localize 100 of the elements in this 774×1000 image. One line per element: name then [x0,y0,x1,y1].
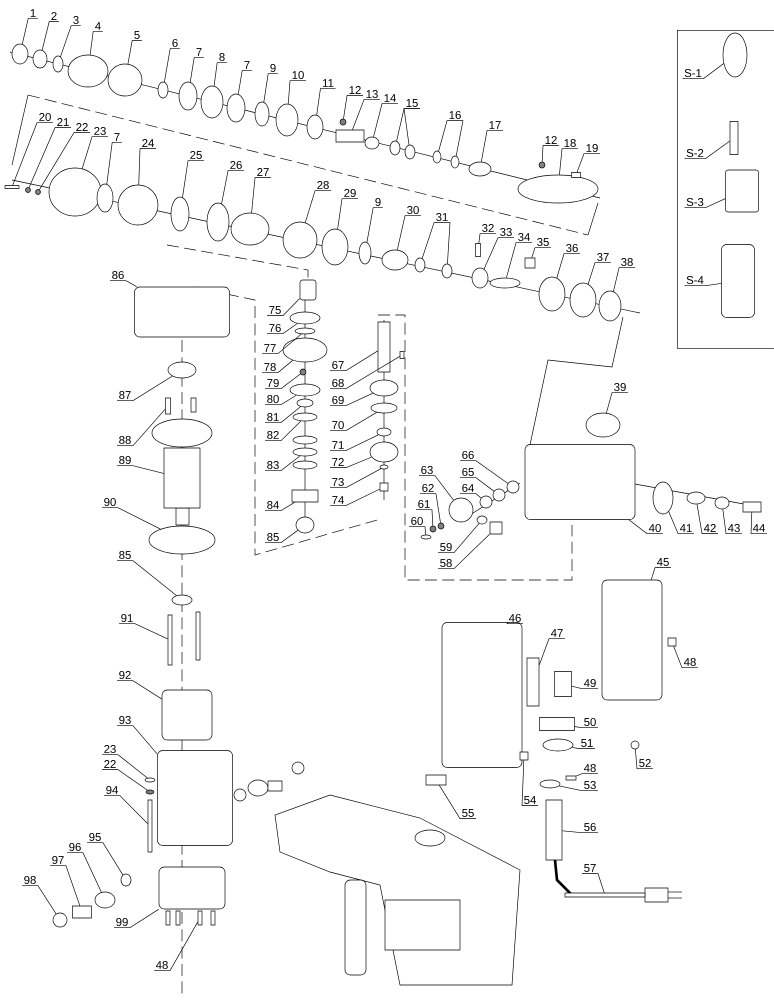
callout-number: 85 [119,551,131,560]
leader-line [330,488,380,506]
round-part [438,522,444,530]
leader-line [251,177,272,214]
part-drawing [158,866,226,910]
leader-line [262,334,302,354]
round-part [538,276,566,312]
leader-line [22,18,38,44]
round-part [300,368,306,376]
callout-number: 31 [436,213,448,222]
leader-line [264,394,297,406]
leader-line [343,95,364,120]
leader-line [366,207,384,243]
round-part [450,156,460,168]
callout-number: 94 [106,786,118,794]
callout-number: 64 [462,484,474,492]
callout-number: 7 [244,61,250,69]
callout-number: 62 [422,484,434,492]
round-part [296,516,314,534]
leader-line [264,420,302,442]
callout-number: 90 [104,498,116,506]
round-part [35,189,41,195]
round-part [296,398,314,408]
callout-number: 97 [52,856,64,864]
leader-line [337,198,358,230]
callout-number: 20 [39,113,51,122]
callout-number: 23 [104,745,116,754]
part-drawing [566,776,576,780]
round-part [490,278,520,288]
round-part [492,488,506,502]
callout-number: 78 [264,363,276,372]
leader-line [264,530,298,544]
round-part [144,778,156,782]
part-drawing [539,717,575,731]
part-drawing [730,121,738,155]
callout-number: 6 [172,39,178,48]
leader-line [556,253,580,278]
callout-number: 23 [94,127,106,136]
part-drawing [725,170,759,212]
callout-number: 80 [267,395,279,404]
leader-line [164,48,180,82]
leader-line [262,360,294,374]
part-drawing [524,258,536,268]
part-drawing [571,172,581,178]
round-part [52,56,64,72]
round-part [598,290,622,322]
callout-number: 70 [332,421,344,430]
leader-line [460,477,494,492]
leader-line [116,408,166,446]
leader-line [182,160,204,198]
round-part [118,184,158,226]
callout-number: 84 [267,501,279,510]
round-part [25,187,31,193]
leader-line [722,508,742,534]
callout-number: 18 [564,139,576,148]
leader-line [110,280,138,288]
leader-line [408,526,426,536]
round-part [538,162,546,168]
leader-line [582,873,605,893]
callout-number: 17 [490,121,501,129]
callout-number: 76 [269,324,281,332]
leader-line [558,786,598,792]
leader-line [682,63,724,80]
callout-number: 43 [728,524,740,532]
round-part [68,54,108,88]
round-part [276,104,298,136]
leader-line [484,237,514,270]
part-drawing [157,750,233,846]
leader-line [478,233,496,244]
callout-number: 3 [73,16,79,24]
leader-line [460,460,508,484]
callout-number: 12 [350,86,361,94]
leader-line [635,749,654,770]
leader-line [330,456,372,468]
callout-number: 60 [411,517,423,526]
leader-line [373,103,398,138]
leader-line [66,852,102,893]
callout-number: 68 [332,379,344,388]
leader-line [304,190,332,223]
round-part [340,118,346,126]
callout-number: 88 [119,436,131,444]
leader-line [116,560,177,596]
leader-line [264,73,278,102]
leader-line [330,412,377,432]
round-part [518,174,598,204]
round-part [290,312,320,324]
callout-number: 98 [24,876,36,884]
callout-number: 83 [267,461,279,470]
leader-line [238,70,252,94]
callout-number: 9 [375,198,381,206]
callout-number: 8 [219,53,225,62]
part-drawing [742,502,762,512]
callout-number: 45 [656,558,669,566]
callout-number: S-3 [686,198,704,206]
round-part [714,496,730,510]
callout-number: 9 [270,64,276,72]
callout-number: 50 [584,718,596,726]
leader-line [684,198,726,208]
round-part [282,338,328,362]
callout-number: 55 [462,809,474,817]
